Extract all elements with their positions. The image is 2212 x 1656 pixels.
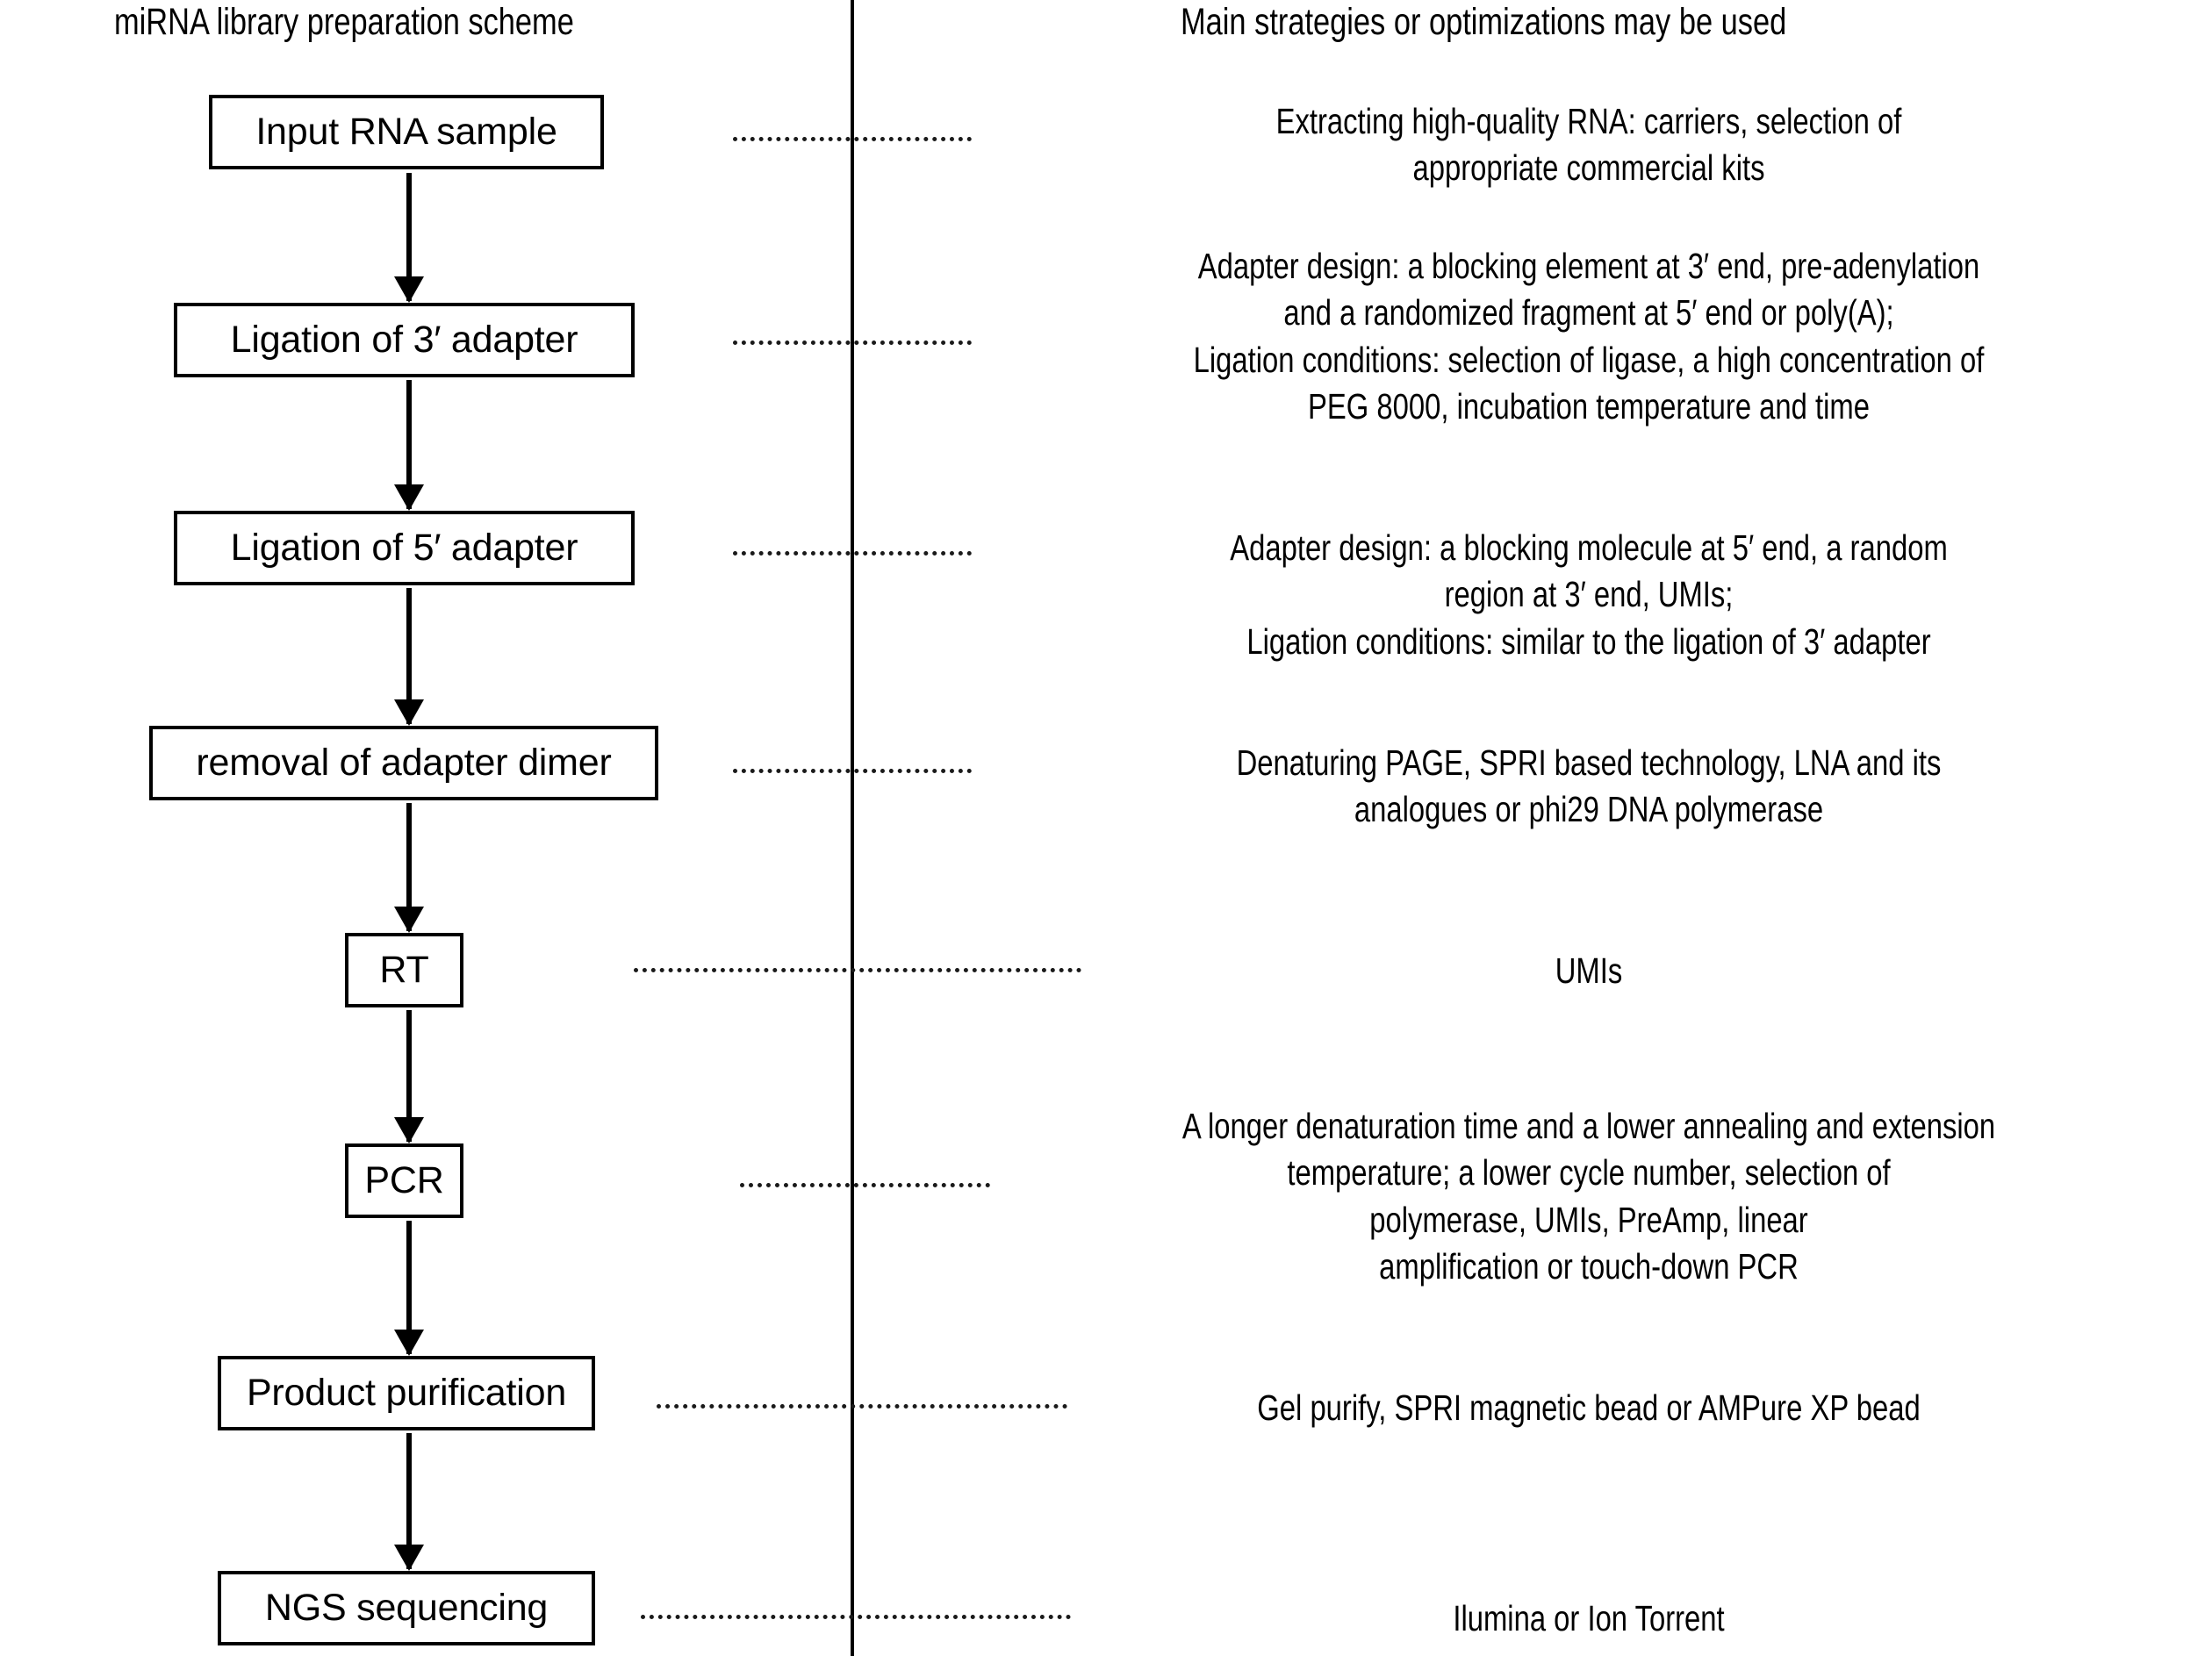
note-product-purification: Gel purify, SPRI magnetic bead or AMPure…	[1005, 1385, 2172, 1431]
flow-box-label: Input RNA sample	[255, 111, 557, 153]
arrow-ligation3-to-ligation5	[406, 380, 412, 509]
dotted-connector-pcr	[740, 1183, 990, 1187]
dotted-connector-removal-adapter-dimer	[733, 769, 972, 773]
arrow-input-to-ligation3	[406, 173, 412, 301]
arrow-ligation5-to-removal	[406, 588, 412, 724]
note-ngs-sequencing: Ilumina or Ion Torrent	[1005, 1595, 2172, 1642]
note-line: and a randomized fragment at 5′ end or p…	[1283, 292, 1894, 333]
note-line: appropriate commercial kits	[1412, 147, 1765, 189]
note-line: Ligation conditions: similar to the liga…	[1246, 620, 1931, 662]
note-line: UMIs	[1555, 950, 1623, 991]
flow-box-ngs-sequencing: NGS sequencing	[218, 1571, 595, 1645]
dotted-connector-ligation-3-adapter	[733, 341, 972, 345]
dotted-connector-rt	[634, 968, 1081, 972]
note-ligation-5-adapter: Adapter design: a blocking molecule at 5…	[1005, 525, 2172, 665]
flow-box-label: RT	[379, 949, 429, 991]
note-line: Extracting high-quality RNA: carriers, s…	[1275, 101, 1902, 141]
flow-box-label: Product purification	[246, 1372, 567, 1414]
note-ligation-3-adapter: Adapter design: a blocking element at 3′…	[996, 243, 2181, 430]
note-line: analogues or phi29 DNA polymerase	[1354, 789, 1824, 830]
note-line: Gel purify, SPRI magnetic bead or AMPure…	[1257, 1387, 1921, 1428]
note-line: region at 3′ end, UMIs;	[1444, 574, 1734, 615]
note-line: A longer denaturation time and a lower a…	[1181, 1106, 1996, 1146]
dotted-connector-ligation-5-adapter	[733, 551, 972, 556]
note-line: PEG 8000, incubation temperature and tim…	[1308, 385, 1870, 427]
note-line: Adapter design: a blocking molecule at 5…	[1230, 527, 1948, 568]
note-line: Adapter design: a blocking element at 3′…	[1197, 246, 1980, 286]
note-removal-adapter-dimer: Denaturing PAGE, SPRI based technology, …	[1005, 740, 2172, 834]
note-line: temperature; a lower cycle number, selec…	[1287, 1152, 1891, 1194]
flow-box-ligation-3-adapter: Ligation of 3′ adapter	[174, 303, 635, 377]
note-line: Ligation conditions: selection of ligase…	[1193, 339, 1985, 380]
flow-box-label: removal of adapter dimer	[196, 742, 612, 784]
note-input-rna-sample: Extracting high-quality RNA: carriers, s…	[1005, 98, 2172, 192]
note-line: polymerase, UMIs, PreAmp, linear	[1369, 1199, 1808, 1240]
arrow-pcr-to-purification	[406, 1221, 412, 1354]
arrow-removal-to-rt	[406, 803, 412, 931]
note-line: Ilumina or Ion Torrent	[1453, 1598, 1725, 1638]
flow-box-removal-adapter-dimer: removal of adapter dimer	[149, 726, 658, 800]
flow-box-label: Ligation of 5′ adapter	[230, 527, 578, 569]
flow-box-pcr: PCR	[345, 1143, 463, 1218]
note-line: amplification or touch-down PCR	[1379, 1245, 1799, 1287]
flow-box-label: PCR	[364, 1159, 444, 1201]
note-rt: UMIs	[1005, 948, 2172, 994]
column-divider	[851, 0, 854, 1656]
dotted-connector-input-rna-sample	[733, 137, 972, 141]
dotted-connector-product-purification	[657, 1404, 1067, 1409]
left-column-heading: miRNA library preparation scheme	[114, 1, 574, 43]
flow-box-label: Ligation of 3′ adapter	[230, 319, 578, 361]
arrow-purification-to-ngs	[406, 1433, 412, 1569]
flow-box-product-purification: Product purification	[218, 1356, 595, 1430]
right-column-heading: Main strategies or optimizations may be …	[1181, 1, 1787, 43]
flow-box-ligation-5-adapter: Ligation of 5′ adapter	[174, 511, 635, 585]
note-pcr: A longer denaturation time and a lower a…	[996, 1103, 2181, 1290]
arrow-rt-to-pcr	[406, 1010, 412, 1142]
flow-box-input-rna-sample: Input RNA sample	[209, 95, 604, 169]
dotted-connector-ngs-sequencing	[641, 1615, 1071, 1619]
note-line: Denaturing PAGE, SPRI based technology, …	[1236, 742, 1942, 783]
flow-box-rt: RT	[345, 933, 463, 1007]
flow-box-label: NGS sequencing	[264, 1587, 549, 1629]
